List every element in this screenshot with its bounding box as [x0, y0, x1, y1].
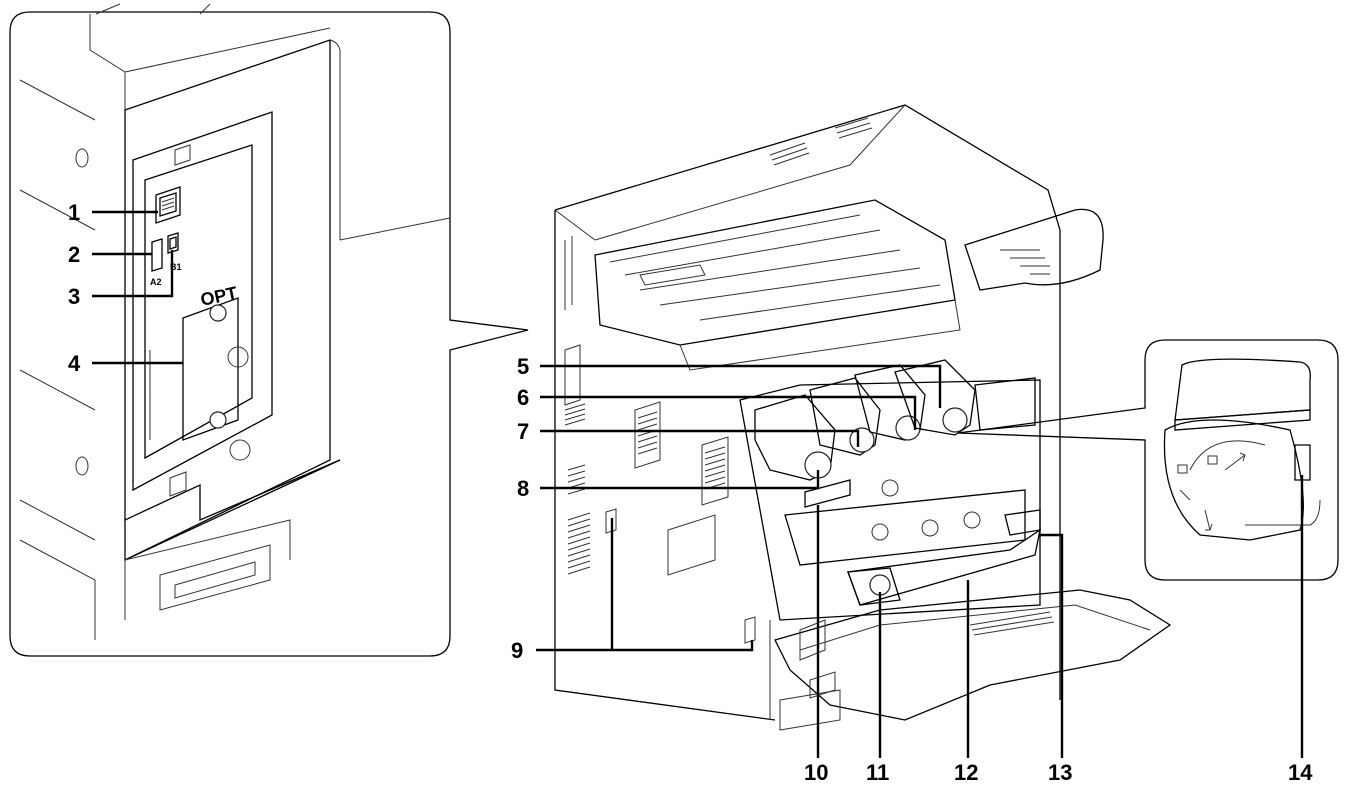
- connector-panel-inset: A2 B1 OPT: [9, 3, 529, 657]
- front-cover: [774, 589, 1172, 721]
- handles: [605, 508, 756, 644]
- callout-6: 6: [517, 385, 529, 410]
- usb-ports: A2 B1: [150, 232, 182, 287]
- output-tray: [594, 199, 956, 346]
- callout-5: 5: [517, 354, 529, 379]
- printer-illustration: [554, 104, 1172, 731]
- cleaning-brush: [804, 479, 851, 508]
- callout-labels: 1 2 3 4 5 6 7 8 9 10 11 12 13 14: [68, 200, 1313, 785]
- callout-12: 12: [954, 760, 978, 785]
- printer-top: [554, 104, 1061, 700]
- body-edge-left: [89, 14, 126, 620]
- callout-8: 8: [517, 476, 529, 501]
- interface-plate-inner: [144, 144, 253, 460]
- toner-cyan: [809, 377, 881, 456]
- callout-9: 9: [511, 638, 523, 663]
- lock-inset-frame: [957, 339, 1339, 581]
- callout-1: 1: [68, 200, 80, 225]
- callout-13: 13: [1048, 760, 1072, 785]
- leader-lines: [92, 210, 1304, 758]
- toner-lock-inset: [957, 339, 1339, 581]
- operation-panel: [964, 208, 1104, 291]
- toner-cartridges: [754, 359, 1036, 481]
- callout-14: 14: [1288, 760, 1313, 785]
- network-interface-connector: [155, 186, 181, 224]
- inset-frame: [9, 11, 529, 657]
- toner-lock-lever: [1294, 444, 1311, 481]
- transfer-cover: [784, 489, 1026, 566]
- callout-4: 4: [68, 351, 81, 376]
- port-b1-label: B1: [170, 262, 182, 272]
- side-panel-lines: [19, 79, 96, 541]
- callout-2: 2: [68, 242, 80, 267]
- rear-cover: [124, 39, 331, 562]
- front-opening: [739, 379, 1041, 621]
- port-a2-label: A2: [150, 277, 162, 287]
- callout-11: 11: [866, 760, 889, 785]
- callout-3: 3: [68, 284, 80, 309]
- printer-left-side: [554, 210, 776, 721]
- option-interface-slot: OPT: [149, 283, 239, 441]
- callout-10: 10: [804, 760, 828, 785]
- callout-7: 7: [517, 419, 529, 444]
- interface-plate: [132, 111, 273, 492]
